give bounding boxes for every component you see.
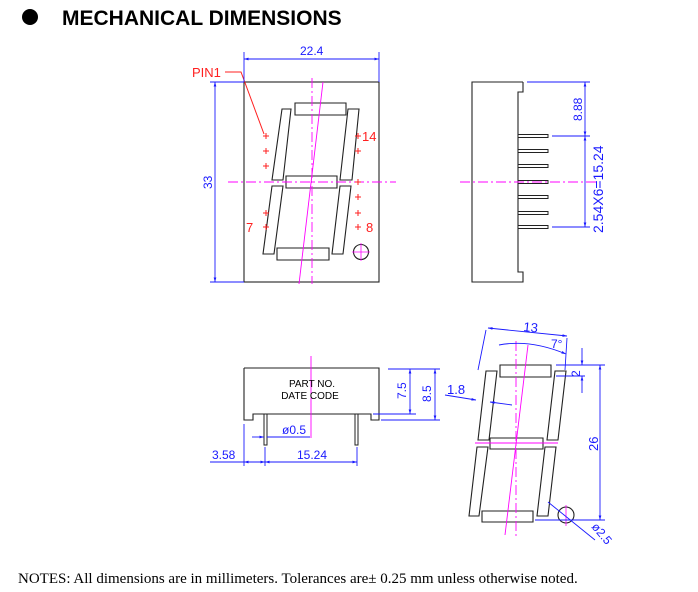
section-heading: MECHANICAL DIMENSIONS — [22, 7, 342, 30]
notes-text: NOTES: All dimensions are in millimeters… — [18, 571, 578, 587]
front-view: 14 7 8 PIN1 22.4 33 — [192, 44, 396, 285]
segment-detail-view: 13 7° 2 26 1.8 ø2.5 — [444, 319, 615, 548]
segment-e — [262, 185, 284, 255]
pin-right — [354, 413, 359, 446]
bottom-body-outline — [243, 367, 380, 421]
segment-width-1-8-label: 1.8 — [447, 382, 465, 397]
height-dim-label: 33 — [201, 175, 215, 189]
slant-angle-label: 7° — [551, 337, 563, 351]
segment-width-13-label: 13 — [523, 319, 539, 335]
pin1-label: PIN1 — [192, 65, 221, 80]
pin-marks — [263, 133, 361, 230]
pin-8-label: 8 — [366, 220, 373, 235]
side-pins — [517, 134, 549, 229]
pin-14-label: 14 — [362, 129, 376, 144]
date-code-label: DATE CODE — [281, 391, 339, 402]
pin-span-label: 15.24 — [297, 448, 327, 462]
width-dim-label: 22.4 — [300, 44, 324, 58]
offset-dim-label: 8.88 — [571, 97, 585, 121]
side-body-outline — [471, 81, 524, 283]
pitch-dim-label: 2.54X6=15.24 — [590, 145, 606, 233]
pin-diameter-label: ø0.5 — [282, 423, 306, 437]
digit-segments — [262, 102, 370, 261]
segment-f — [271, 108, 292, 181]
body-height-label: 7.5 — [395, 382, 409, 399]
segment-thickness-label: 2 — [569, 370, 583, 377]
pin1-leader — [225, 71, 265, 135]
segment-a — [294, 102, 347, 116]
segment-g — [285, 175, 338, 189]
total-height-label: 8.5 — [420, 385, 434, 402]
heading-text: MECHANICAL DIMENSIONS — [62, 7, 342, 30]
side-view: 8.88 2.54X6=15.24 — [460, 81, 606, 283]
digit-height-label: 26 — [586, 437, 601, 451]
slant-centerline — [298, 81, 324, 285]
part-no-label: PART NO. — [289, 379, 335, 390]
segment-b — [339, 108, 360, 181]
dp-diameter-label: ø2.5 — [589, 520, 615, 548]
bottom-view: PART NO. DATE CODE 7.5 8.5 ø0.5 3.58 15.… — [210, 356, 440, 466]
pin-7-label: 7 — [246, 220, 253, 235]
bullet-icon — [22, 9, 38, 25]
segment-c — [331, 185, 352, 255]
pin-left — [263, 413, 268, 446]
edge-offset-label: 3.58 — [212, 448, 236, 462]
